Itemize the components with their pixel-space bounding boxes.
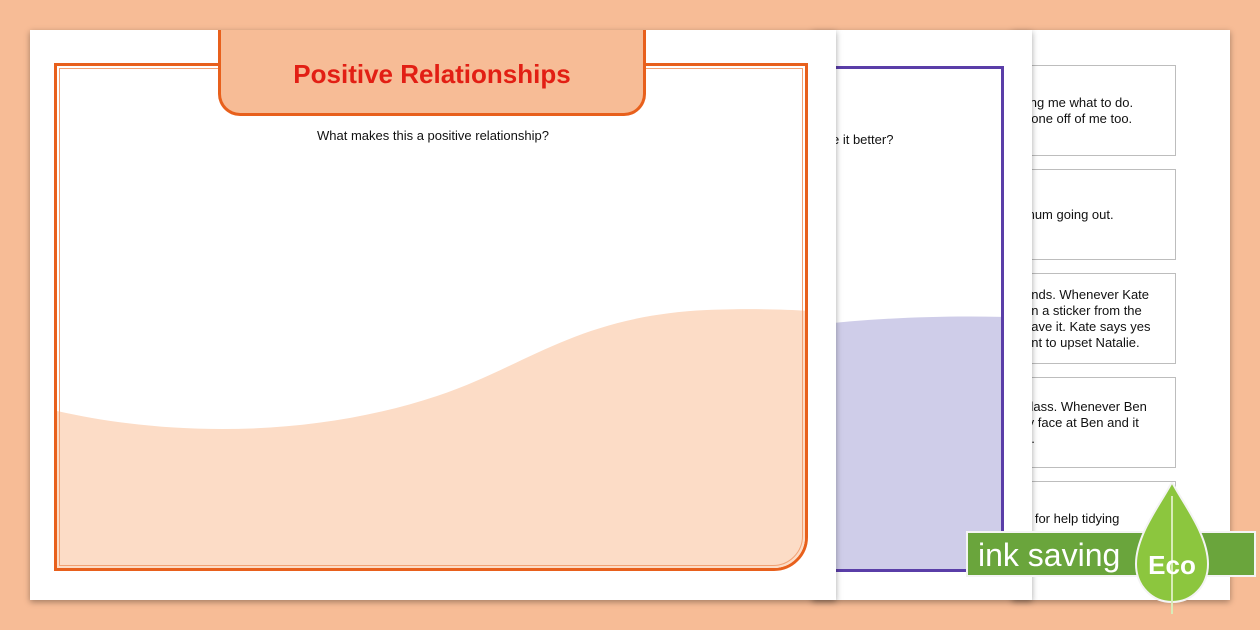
front-sheet-question: What makes this a positive relationship? — [317, 128, 549, 143]
scenario-card-4-line-1: class. Whenever Ben — [1024, 399, 1147, 414]
scenario-card-1: ling me what to do. hone off of me too. — [1020, 65, 1176, 156]
scenario-cards-sheet: ling me what to do. hone off of me too. … — [1012, 30, 1230, 600]
eco-badge-bar: ink saving — [966, 531, 1256, 577]
title-tab: Positive Relationships — [218, 30, 646, 116]
middle-sheet-question: e it better? — [832, 132, 894, 147]
scenario-card-3-line-4: ant to upset Natalie. — [1024, 335, 1140, 350]
scenario-card-1-line-1: ling me what to do. — [1024, 95, 1134, 110]
scenario-card-4: class. Whenever Ben ty face at Ben and i… — [1020, 377, 1176, 468]
ink-saving-eco-badge: ink saving Eco — [966, 482, 1258, 614]
front-sheet-frame — [54, 63, 808, 571]
positive-relationship-sheet: Positive Relationships What makes this a… — [30, 30, 836, 600]
scenario-card-1-line-2: hone off of me too. — [1024, 111, 1133, 126]
scenario-card-2: mum going out. — [1020, 169, 1176, 260]
ink-saving-label: ink saving — [978, 537, 1121, 573]
scenario-card-3: ends. Whenever Kate en a sticker from th… — [1020, 273, 1176, 364]
scenario-card-5-line-1: g for help tidying — [1024, 511, 1120, 526]
scenario-card-4-line-2: ty face at Ben and it — [1024, 415, 1139, 430]
scenario-card-4-line-3: n. — [1024, 431, 1167, 447]
scenario-card-3-line-1: ends. Whenever Kate — [1024, 287, 1150, 302]
scenario-card-3-line-3: have it. Kate says yes — [1024, 319, 1151, 334]
page-title: Positive Relationships — [293, 59, 571, 89]
scenario-card-3-line-2: en a sticker from the — [1024, 303, 1142, 318]
middle-sheet-wave — [815, 316, 1001, 569]
front-sheet-wave — [57, 309, 805, 568]
eco-label: Eco — [1148, 550, 1196, 580]
leaf-drop-icon: Eco — [1134, 482, 1210, 614]
scenario-card-2-line-1: mum going out. — [1024, 207, 1114, 222]
